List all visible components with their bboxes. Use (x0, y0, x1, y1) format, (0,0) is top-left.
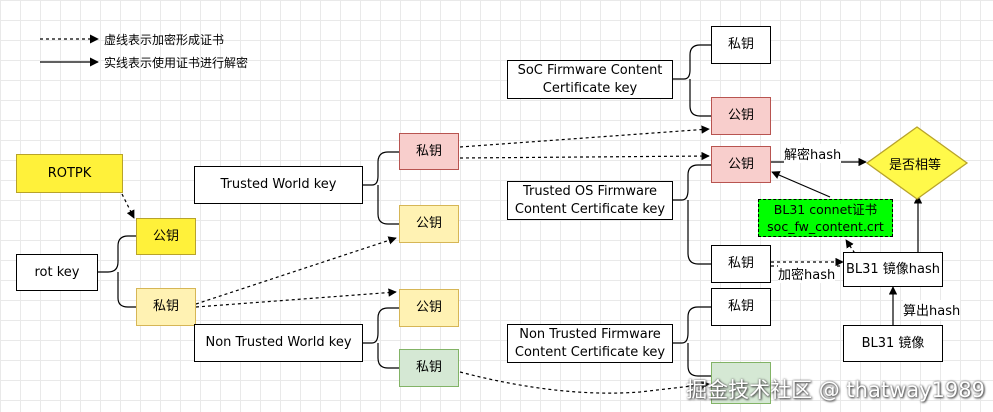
rotpriv-to-twpub-arrow (195, 236, 397, 305)
decrypt-hash-label: 解密hash (784, 144, 842, 163)
rot-priv-box: 私钥 (136, 288, 196, 326)
tos-fw-cert-key-line1: Trusted OS Firmware (522, 183, 658, 199)
trusted-world-key-box: Trusted World key (194, 166, 363, 204)
bl31-cert-line2: soc_fw_content.crt (767, 219, 884, 234)
soc-priv-box: 私钥 (711, 26, 771, 64)
tos-pub-box: 公钥 (711, 146, 771, 183)
encrypt-hash-label: 加密hash (778, 264, 836, 283)
ntwpriv-to-ntpub-arrow (459, 371, 710, 394)
twpriv-to-tospub-arrow (459, 151, 710, 161)
legend-solid-text: 实线表示使用证书进行解密 (104, 56, 249, 70)
rot-pub-box: 公钥 (136, 218, 196, 255)
bl31-image-hash-box: BL31 镜像hash (843, 252, 943, 287)
soc-tree-connector (673, 44, 711, 117)
bl31-cert-box: BL31 connet证书 soc_fw_content.crt (758, 199, 893, 237)
watermark: 掘金技术社区 @ thatway1989 (686, 378, 985, 402)
tos-priv-box: 私钥 (711, 245, 771, 283)
tw-tree-connector (363, 151, 399, 225)
nt-priv-box: 私钥 (711, 288, 771, 326)
tos-tree-connector (673, 164, 711, 265)
nt-pub-box (711, 362, 771, 404)
nt-fw-cert-key-line2: Content Certificate key (514, 344, 666, 360)
rotpk-to-pub-arrow (121, 193, 135, 219)
tw-pub-box: 公钥 (399, 205, 459, 243)
soc-fw-cert-key-line1: SoC Firmware Content (517, 62, 663, 78)
hash-to-cert-arrow (845, 239, 859, 259)
twpriv-to-socpub-arrow (459, 125, 710, 148)
tw-priv-box: 私钥 (399, 133, 459, 170)
soc-pub-box: 公钥 (711, 97, 771, 135)
equal-check-diamond (865, 126, 969, 200)
equal-check-label: 是否相等 (889, 158, 942, 173)
ntw-pub-box: 公钥 (399, 289, 459, 327)
rot-key-box: rot key (16, 254, 98, 291)
legend-dashed-text: 虚线表示加密形成证书 (104, 33, 225, 47)
nt-fw-cert-key-box: Non Trusted Firmware Content Certificate… (507, 324, 673, 363)
ntw-tree-connector (363, 307, 399, 369)
tos-fw-cert-key-box: Trusted OS Firmware Content Certificate … (507, 181, 673, 220)
rotkey-tree-connector (98, 235, 136, 308)
nt-fw-cert-key-line1: Non Trusted Firmware (519, 326, 661, 342)
tos-fw-cert-key-line2: Content Certificate key (514, 201, 666, 217)
bl31-cert-line1: BL31 connet证书 (773, 202, 878, 217)
cert-to-tospub-arrow (771, 171, 831, 198)
soc-fw-cert-key-box: SoC Firmware Content Certificate key (507, 60, 673, 99)
ntw-priv-box: 私钥 (399, 349, 459, 387)
non-trusted-world-key-box: Non Trusted World key (194, 324, 363, 362)
soc-fw-cert-key-line2: Certificate key (542, 80, 638, 96)
rotpk-box: ROTPK (16, 154, 123, 193)
nt-tree-connector (673, 306, 711, 377)
bl31-image-box: BL31 镜像 (843, 325, 943, 362)
compute-hash-label: 算出hash (903, 300, 961, 319)
